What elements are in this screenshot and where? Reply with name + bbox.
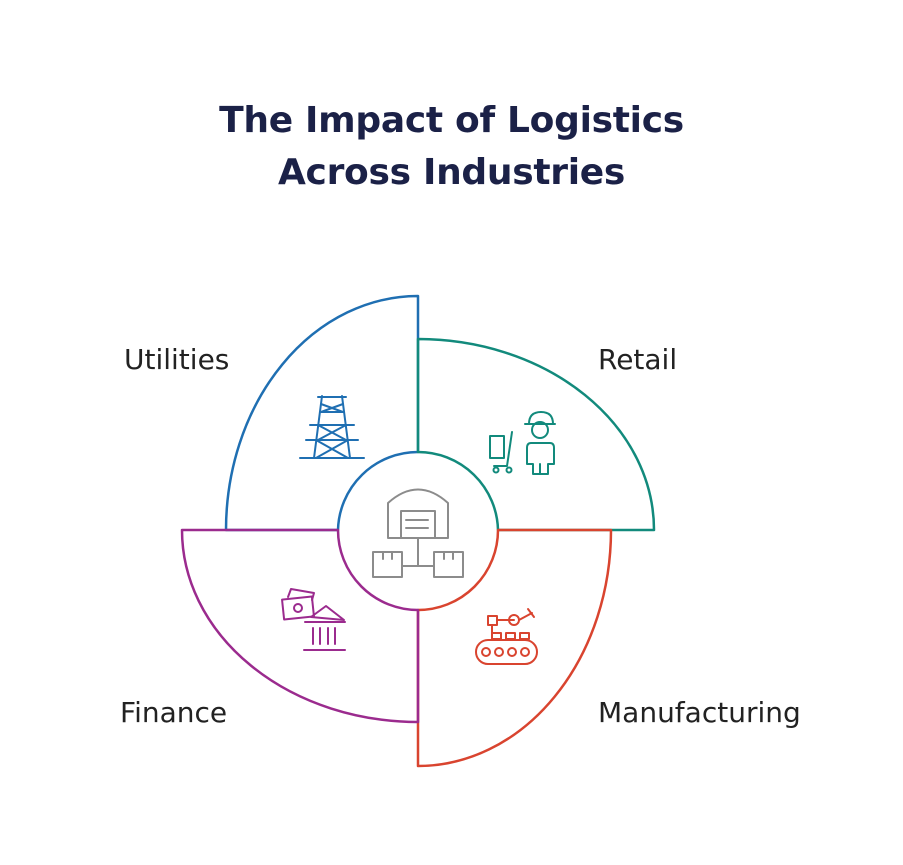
- segment-label-retail: Retail: [598, 343, 678, 376]
- segment-label-utilities: Utilities: [124, 343, 230, 376]
- segment-utilities[interactable]: [224, 294, 420, 532]
- segment-finance[interactable]: [180, 528, 420, 724]
- money-bank-icon: [281, 588, 346, 651]
- segment-label-manufacturing: Manufacturing: [598, 696, 801, 729]
- warehouse-network-icon: [372, 488, 464, 578]
- segment-manufacturing[interactable]: [416, 528, 613, 768]
- page-title-line-1: The Impact of Logistics: [219, 100, 684, 141]
- transmission-tower-icon: [299, 395, 365, 459]
- page-title-line-2: Across Industries: [278, 152, 625, 193]
- delivery-worker-cart-icon: [489, 411, 556, 475]
- segment-retail[interactable]: [416, 337, 656, 532]
- robotic-arm-conveyor-icon: [475, 608, 538, 665]
- page-title: The Impact of Logistics Across Industrie…: [0, 95, 903, 199]
- segment-label-finance: Finance: [120, 696, 228, 729]
